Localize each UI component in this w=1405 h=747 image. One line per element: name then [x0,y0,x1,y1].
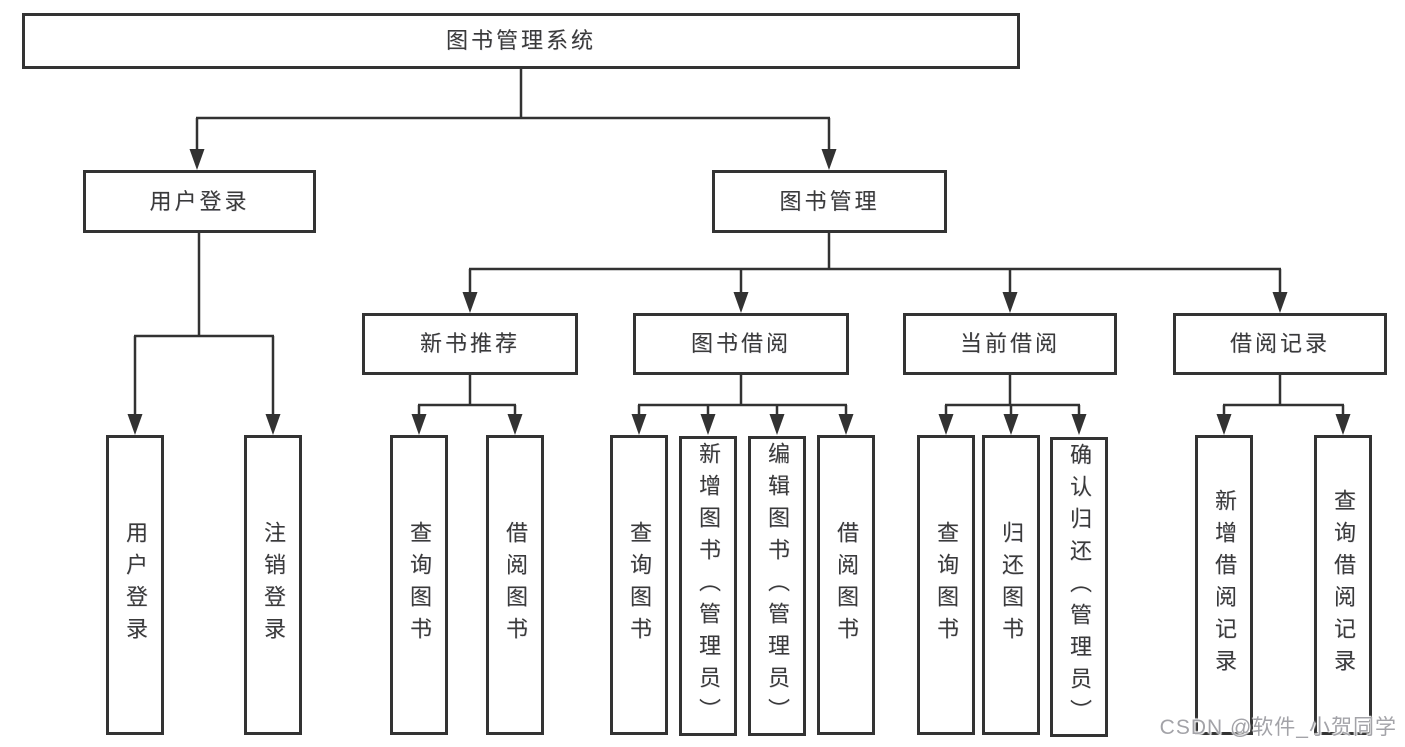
leaf-label: 查询借阅记录 [1331,489,1356,681]
leaf-label: 确认归还（管理员） [1067,443,1092,731]
node-current-borrow: 当前借阅 [903,313,1117,375]
leaf-bb-edit-book-admin: 编辑图书（管理员） [748,436,806,736]
leaf-label: 注销登录 [261,521,286,649]
leaf-label: 编辑图书（管理员） [765,442,790,730]
leaf-label: 查询图书 [407,521,432,649]
leaf-label: 查询图书 [934,521,959,649]
node-label: 图书管理 [779,188,880,214]
node-new-book-recommend: 新书推荐 [362,313,578,375]
leaf-user-login: 用户登录 [106,435,164,735]
leaf-logout-login: 注销登录 [244,435,302,735]
node-book-management: 图书管理 [712,170,947,233]
node-book-borrow: 图书借阅 [633,313,849,375]
node-borrow-record: 借阅记录 [1173,313,1387,375]
node-user-login: 用户登录 [83,170,316,233]
node-library-system: 图书管理系统 [22,13,1020,69]
leaf-br-query-record: 查询借阅记录 [1314,435,1372,735]
node-label: 新书推荐 [419,331,520,356]
leaf-bb-borrow-book: 借阅图书 [817,435,875,735]
leaf-label: 借阅图书 [503,521,528,649]
node-label: 当前借阅 [959,331,1060,356]
node-label: 图书管理系统 [445,28,596,53]
leaf-label: 用户登录 [123,521,148,649]
leaf-label: 借阅图书 [834,521,859,649]
leaf-bb-add-book-admin: 新增图书（管理员） [679,436,737,736]
leaf-cb-confirm-return-admin: 确认归还（管理员） [1050,437,1108,737]
leaf-label: 归还图书 [999,521,1024,649]
watermark: CSDN @软件_小贺同学 [1159,716,1397,739]
node-label: 借阅记录 [1229,331,1330,356]
leaf-cb-return-book: 归还图书 [982,435,1040,735]
leaf-bb-query-book: 查询图书 [610,435,668,735]
node-label: 图书借阅 [690,331,791,356]
leaf-cb-query-book: 查询图书 [917,435,975,735]
leaf-label: 查询图书 [627,521,652,649]
node-label: 用户登录 [149,188,250,214]
leaf-label: 新增借阅记录 [1212,489,1237,681]
leaf-label: 新增图书（管理员） [696,442,721,730]
leaf-br-add-record: 新增借阅记录 [1195,435,1253,735]
leaf-nb-query-book: 查询图书 [390,435,448,735]
leaf-nb-borrow-book: 借阅图书 [486,435,544,735]
